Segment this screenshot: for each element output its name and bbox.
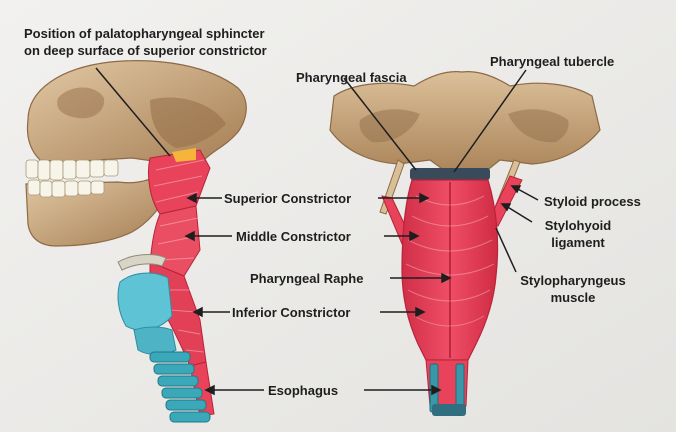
label-stylohyoid-line2: ligament xyxy=(536,235,620,250)
label-stylohyoid-line1: Stylohyoid xyxy=(536,218,620,233)
thyroid-cartilage xyxy=(118,273,172,330)
esophagus-base xyxy=(432,404,466,416)
label-styloid-process: Styloid process xyxy=(544,194,641,209)
label-stylopharyngeus-line1: Stylopharyngeus xyxy=(508,273,638,288)
cricoid-cartilage xyxy=(134,327,176,355)
label-palatopharyngeal-line2: on deep surface of superior constrictor xyxy=(24,43,267,58)
label-stylopharyngeus-line2: muscle xyxy=(508,290,638,305)
label-pharyngeal-tubercle: Pharyngeal tubercle xyxy=(490,54,614,69)
label-middle-constrictor: Middle Constrictor xyxy=(236,229,351,244)
label-inferior-constrictor: Inferior Constrictor xyxy=(232,305,350,320)
label-superior-constrictor: Superior Constrictor xyxy=(224,191,351,206)
label-pharyngeal-fascia: Pharyngeal fascia xyxy=(296,70,407,85)
label-palatopharyngeal-line1: Position of palatopharyngeal sphincter xyxy=(24,26,265,41)
label-pharyngeal-raphe: Pharyngeal Raphe xyxy=(250,271,363,286)
label-esophagus: Esophagus xyxy=(268,383,338,398)
pharyngeal-fascia-band xyxy=(410,168,490,180)
